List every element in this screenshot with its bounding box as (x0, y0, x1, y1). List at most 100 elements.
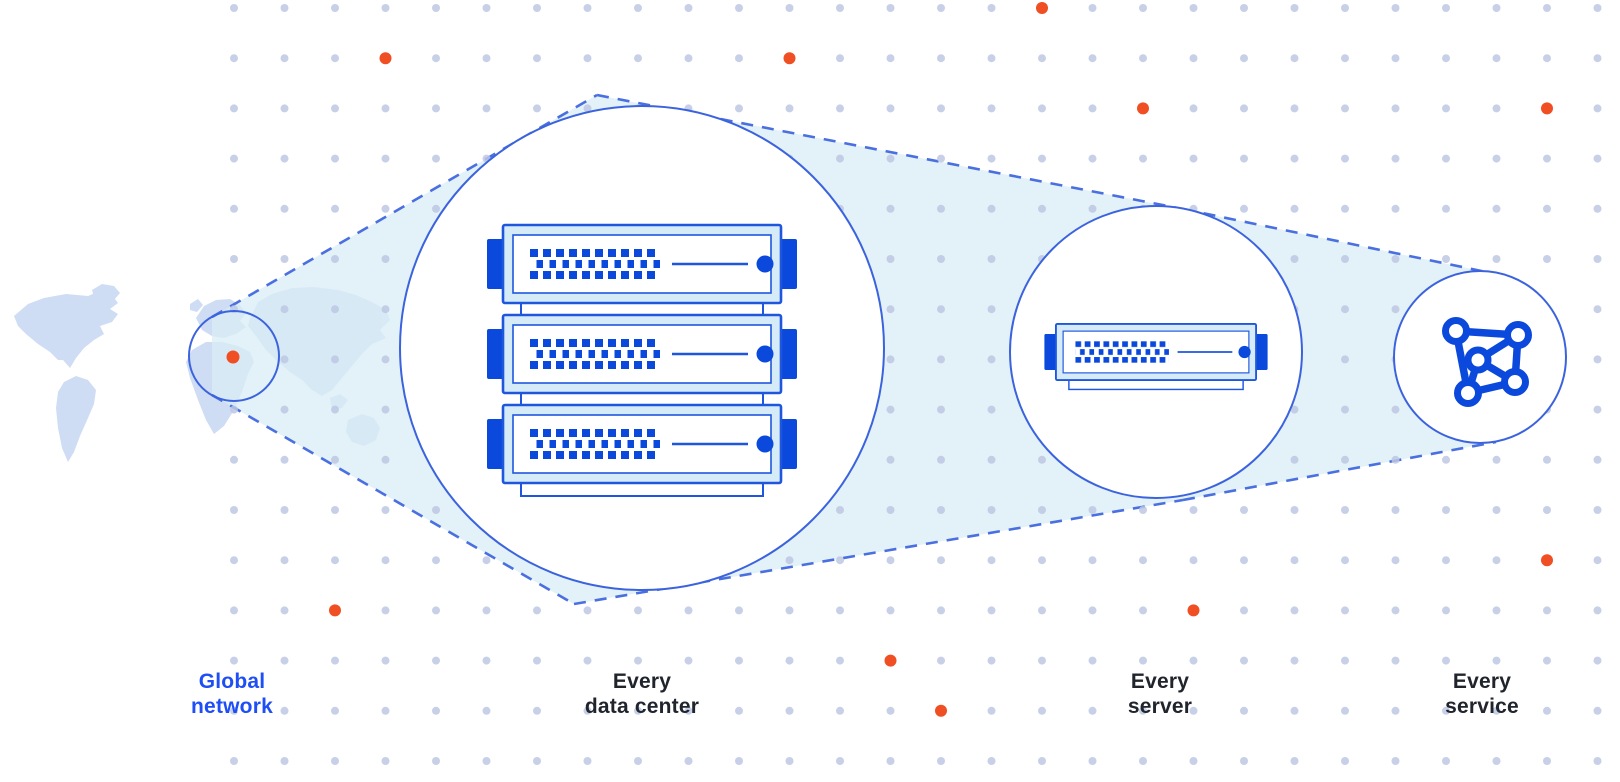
grid-dot (331, 405, 339, 414)
grid-dot (987, 706, 996, 715)
grid-dot (482, 706, 491, 715)
accent-dot (935, 704, 947, 717)
grid-dot (1240, 757, 1248, 765)
grid-dot (735, 656, 743, 665)
grid-dot (937, 455, 945, 464)
grid-dot (1139, 506, 1147, 514)
grid-dot (1341, 506, 1349, 514)
grid-dot (1290, 204, 1299, 213)
grid-dot (1341, 305, 1349, 314)
grid-dot (886, 606, 895, 615)
grid-dot (331, 656, 339, 665)
grid-dot (230, 506, 238, 514)
grid-dot (230, 455, 238, 464)
grid-dot (230, 54, 238, 63)
grid-dot (1391, 104, 1400, 113)
continent-north-america (14, 291, 118, 368)
grid-dot (1492, 54, 1501, 63)
grid-dot (1492, 757, 1501, 765)
grid-dot (381, 305, 390, 314)
grid-dot (331, 455, 339, 464)
grid-dot (1341, 455, 1349, 464)
grid-dot (1038, 455, 1046, 464)
grid-dot (1341, 154, 1349, 163)
island-uk (190, 299, 203, 312)
grid-dot (1442, 54, 1450, 63)
grid-dot (836, 54, 844, 63)
grid-dot (331, 757, 339, 765)
grid-dot (381, 455, 390, 464)
label-every-data-center-line2: data center (585, 695, 699, 718)
grid-dot (937, 305, 945, 314)
grid-dot (735, 606, 743, 615)
grid-dot (1593, 355, 1602, 364)
grid-dot (987, 757, 996, 765)
grid-dot (1139, 706, 1147, 715)
grid-dot (1088, 606, 1097, 615)
grid-dot (230, 656, 238, 665)
grid-dot (836, 506, 844, 514)
grid-dot (886, 706, 895, 715)
grid-dot (280, 204, 289, 213)
service-group (1393, 270, 1567, 444)
grid-dot (331, 4, 339, 12)
grid-dot (331, 255, 339, 263)
grid-dot (987, 54, 996, 63)
map-region-group (188, 310, 280, 402)
grid-dot (230, 606, 238, 615)
grid-dot (1593, 506, 1602, 514)
grid-dot (482, 656, 491, 665)
grid-dot (1492, 255, 1501, 263)
grid-dot (533, 54, 541, 63)
grid-dot (280, 4, 289, 12)
grid-dot (1593, 305, 1602, 314)
grid-dot (1442, 656, 1450, 665)
grid-dot (886, 104, 895, 113)
label-global-network-line1: Global (199, 670, 266, 693)
grid-dot (1189, 757, 1198, 765)
grid-dot (583, 4, 592, 12)
grid-dot (1391, 154, 1400, 163)
grid-dot (1088, 154, 1097, 163)
grid-dot (1189, 4, 1198, 12)
grid-dot (381, 405, 390, 414)
grid-dot (280, 305, 289, 314)
grid-dot (482, 54, 491, 63)
grid-dot (1088, 54, 1097, 63)
grid-dot (1543, 506, 1551, 514)
grid-dot (1492, 506, 1501, 514)
grid-dot (482, 104, 491, 113)
grid-dot (1341, 204, 1349, 213)
beam-dash-server-to-service-top (1182, 207, 1497, 276)
server-unit-icon (1043, 322, 1269, 391)
grid-dot (482, 4, 491, 12)
grid-dot (1139, 606, 1147, 615)
grid-dot (1341, 606, 1349, 615)
grid-dot (280, 255, 289, 263)
grid-dot (1290, 405, 1299, 414)
grid-dot (381, 656, 390, 665)
grid-dot (1088, 506, 1097, 514)
grid-dot (1492, 556, 1501, 565)
grid-dot (1290, 757, 1299, 765)
grid-dot (1088, 706, 1097, 715)
grid-dot (987, 4, 996, 12)
beam-dash-datacenter-to-server-bottom (573, 498, 1184, 606)
grid-dot (987, 656, 996, 665)
grid-dot (1391, 455, 1400, 464)
grid-dot (1240, 104, 1248, 113)
grid-dot (1442, 255, 1450, 263)
grid-dot (886, 405, 895, 414)
grid-dot (1391, 405, 1400, 414)
grid-dot (331, 104, 339, 113)
grid-dot (1492, 706, 1501, 715)
grid-dot (937, 656, 945, 665)
grid-dot (1189, 656, 1198, 665)
grid-dot (1543, 656, 1551, 665)
grid-dot (1038, 656, 1046, 665)
grid-dot (937, 556, 945, 565)
grid-dot (987, 204, 996, 213)
grid-dot (987, 506, 996, 514)
grid-dot (1593, 455, 1602, 464)
